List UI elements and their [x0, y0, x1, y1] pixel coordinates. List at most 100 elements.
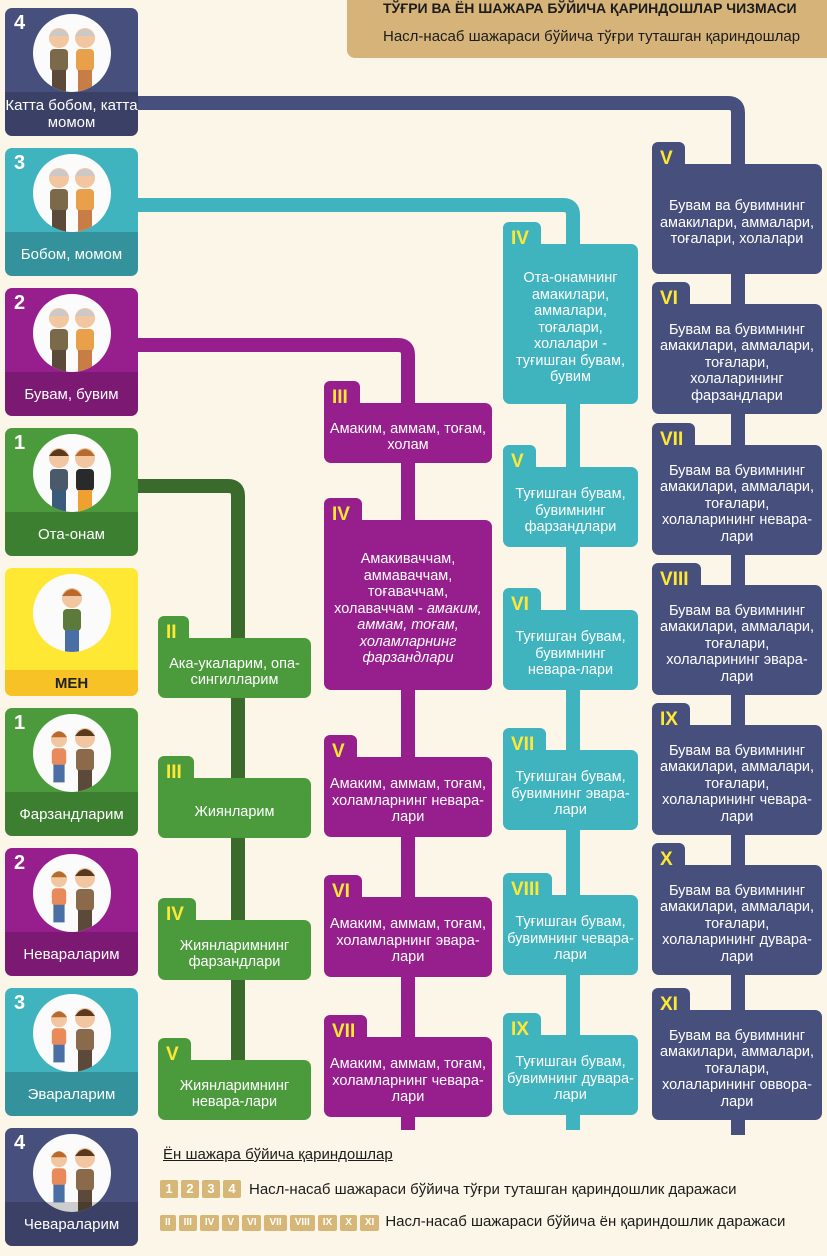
degree-number: 4	[14, 1132, 26, 1154]
node-label: Амаким, аммам, тоғам, холамларнинг невар…	[329, 776, 487, 826]
relative-caption: Невараларим	[5, 932, 138, 976]
degree-roman: VIII	[652, 563, 701, 597]
node-label: Жиянларим	[194, 803, 275, 820]
relative-node: II Ака-укаларим, опа-сингилларим	[158, 616, 311, 698]
legend-chip: VII	[264, 1215, 287, 1231]
relative-node: VI Амаким, аммам, тоғам, холамларнинг эва…	[324, 875, 492, 977]
grandchildren-icon	[32, 854, 111, 932]
legend-chip: IV	[199, 1215, 220, 1231]
node-text: Амаким, аммам, тоғам, холамларнинг чевар…	[324, 1049, 492, 1113]
degree-number: 1	[14, 432, 26, 454]
relative-caption: Фарзандларим	[5, 792, 138, 836]
degree-roman: VI	[652, 282, 690, 316]
degree-roman: IX	[503, 1013, 541, 1047]
node-text: Жиянларимнинг невара-лари	[158, 1072, 311, 1116]
degree-number: 2	[14, 292, 26, 314]
degree-roman: VI	[324, 875, 362, 909]
node-label: Амакиваччам, аммаваччам, тоғаваччам, хол…	[334, 551, 456, 617]
relative-caption: Эвараларим	[5, 1072, 138, 1116]
legend-chip: VIII	[289, 1215, 315, 1231]
degree-roman: V	[503, 445, 536, 479]
relative-caption: Чевараларим	[5, 1202, 138, 1246]
relative-caption: Ота-онам	[5, 512, 138, 556]
node-label: Жиянларимнинг фарзандлари	[179, 937, 290, 971]
node-label: Амаким, аммам, тоғам, холамларнинг чевар…	[329, 1056, 487, 1106]
node-text: Амаким, аммам, тоғам, холам	[324, 415, 492, 459]
node-text: Ака-укаларим, опа-сингилларим	[158, 650, 311, 694]
header-banner: ТЎҒРИ ВА ЁН ШАЖАРА БЎЙИЧА ҚАРИНДОШЛАР ЧИ…	[347, 0, 827, 58]
relative-node: IV Жиянларимнинг фарзандлари	[158, 898, 311, 980]
legend-chip: 1	[160, 1180, 178, 1198]
node-label: Амаким, аммам, тоғам, холам	[329, 420, 487, 454]
degree-number: 4	[14, 12, 26, 34]
green-connector-line	[138, 479, 245, 1120]
node-text: Туғишган бувам, бувимнинг эвара-лари	[503, 762, 638, 826]
node-label: Амаким, аммам, тоғам, холамларнинг эвара…	[329, 916, 487, 966]
degree-roman: VIII	[503, 873, 552, 907]
node-text: Бувам ва бувимнинг амакилари, аммалари, …	[652, 737, 822, 831]
degree-roman: III	[324, 381, 360, 415]
degree-roman: IV	[324, 498, 362, 532]
degree-roman: VII	[324, 1015, 368, 1049]
legend-chip: X	[340, 1215, 357, 1231]
relative-node: VIII Бувам ва бувимнинг амакилари, аммала…	[652, 563, 822, 695]
node-text: Ота-онамнинг амакилари, аммалари, тоғала…	[503, 256, 638, 400]
legend-chip: 2	[181, 1180, 199, 1198]
node-text: Бувам ва бувимнинг амакилари, аммалари, …	[652, 597, 822, 691]
legend-chip: V	[222, 1215, 240, 1231]
legend-title: Ён шажара бўйича қариндошлар	[163, 1146, 393, 1163]
great-great-grandchildren-icon	[32, 1134, 111, 1212]
relative-node: V Туғишган бувам, бувимнинг фарзандлари	[503, 445, 638, 547]
legend-chip: II	[160, 1215, 176, 1231]
node-label: Туғишган бувам, бувимнинг фарзандлари	[515, 486, 626, 536]
node-text: Амакиваччам, аммаваччам, тоғаваччам, хол…	[324, 532, 492, 686]
relative-caption: Катта бобом, катта момом	[5, 92, 138, 136]
node-label: Бувам ва бувимнинг амакилари, аммалари, …	[659, 882, 815, 965]
node-text: Жиянларимнинг фарзандлари	[158, 932, 311, 976]
relative-node: X Бувам ва бувимнинг амакилари, аммалари,…	[652, 843, 822, 975]
legend-direct-text: Насл-насаб шажараси бўйича тўғри туташга…	[249, 1180, 737, 1198]
degree-roman: XI	[652, 988, 690, 1022]
grandparents-icon	[32, 294, 111, 372]
legend-lateral-text: Насл-насаб шажараси бўйича ён қариндошли…	[385, 1213, 786, 1230]
legend-chip: XI	[359, 1215, 380, 1231]
grandparents-icon	[32, 154, 111, 232]
relative-node: V Амаким, аммам, тоғам, холамларнинг нева…	[324, 735, 492, 837]
node-text: Бувам ва бувимнинг амакилари, аммалари, …	[652, 316, 822, 410]
node-text: Жиянларим	[158, 790, 311, 834]
degree-number: 3	[14, 152, 26, 174]
degree-roman: IV	[158, 898, 196, 932]
degree-roman: X	[652, 843, 685, 877]
relative-caption: Бобом, момом	[5, 232, 138, 276]
degree-roman: V	[324, 735, 357, 769]
node-label: Бувам ва бувимнинг амакилари, аммалари, …	[659, 602, 815, 685]
node-text: Бувам ва бувимнинг амакилари, аммалари, …	[652, 877, 822, 971]
relative-node: VII Амаким, аммам, тоғам, холамларнинг че…	[324, 1015, 492, 1117]
degree-roman: III	[158, 756, 194, 790]
parents-icon	[32, 434, 111, 512]
node-label: Ака-укаларим, опа-сингилларим	[169, 655, 300, 689]
node-text: Туғишган бувам, бувимнинг невара-лари	[503, 622, 638, 686]
node-label: Бувам ва бувимнинг амакилари, аммалари, …	[659, 198, 815, 248]
relative-node: IV Амакиваччам, аммаваччам, тоғаваччам, х…	[324, 498, 492, 690]
direct-relative-card: МЕН	[5, 568, 138, 696]
degree-roman: IX	[652, 703, 690, 737]
degree-roman: II	[158, 616, 189, 650]
node-text: Туғишган бувам, бувимнинг чевара-лари	[503, 907, 638, 971]
